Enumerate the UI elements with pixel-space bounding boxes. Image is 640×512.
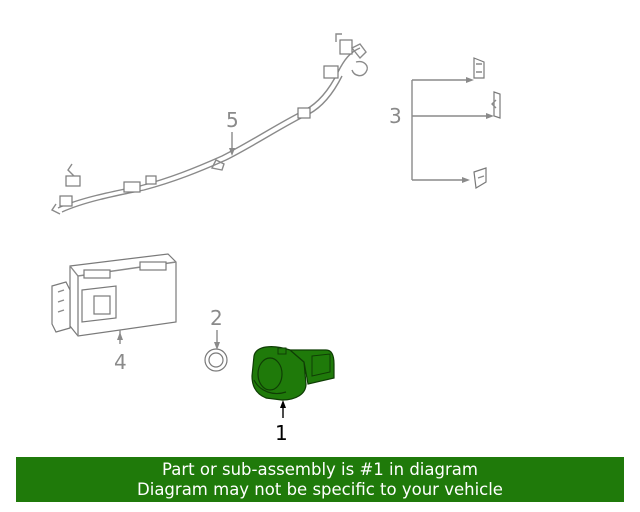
info-banner: Part or sub-assembly is #1 in diagram Di…: [16, 457, 624, 502]
banner-line-1: Part or sub-assembly is #1 in diagram: [162, 459, 478, 479]
bracket-set-part-3[interactable]: [411, 57, 501, 189]
parking-sensor-part-1[interactable]: [251, 346, 335, 418]
callout-label-2: 2: [210, 306, 223, 330]
wiring-harness-part-5[interactable]: [50, 33, 368, 215]
callout-label-1: 1: [275, 421, 288, 445]
callout-label-5: 5: [226, 108, 239, 132]
parts-diagram: [50, 33, 501, 418]
grommet-part-2[interactable]: [204, 330, 228, 372]
control-module-part-4[interactable]: [51, 253, 177, 344]
callout-label-4: 4: [114, 350, 127, 374]
callout-label-3: 3: [389, 104, 402, 128]
banner-line-2: Diagram may not be specific to your vehi…: [137, 479, 503, 499]
